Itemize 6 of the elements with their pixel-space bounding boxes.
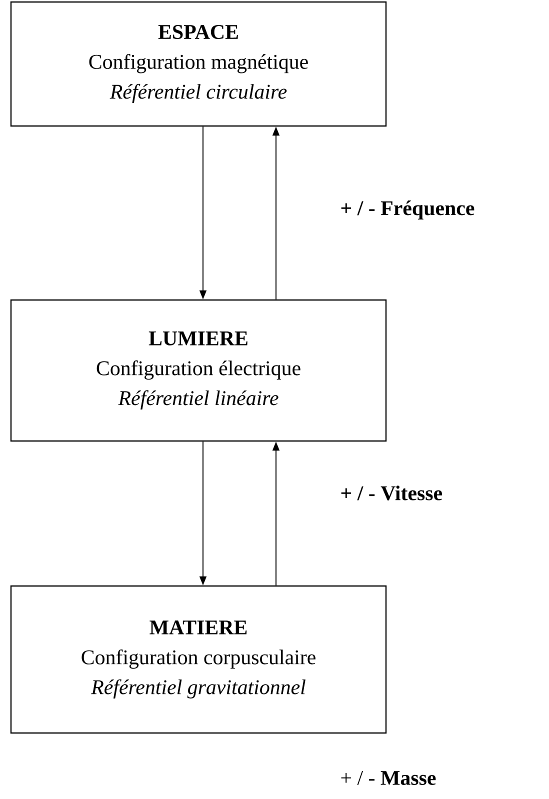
change-label: + / - Masse: [341, 771, 436, 785]
concept-box: MATIERE Configuration corpusculaire Référentiel gravitationnel: [10, 585, 387, 734]
concept-box: LUMIERE Configuration électrique Référentiel linéaire: [10, 299, 387, 442]
change-label: + / - Vitesse: [341, 486, 442, 500]
concept-box: ESPACE Configuration magnétique Référentiel circulaire: [10, 1, 387, 127]
change-label: + / - Fréquence: [341, 200, 474, 220]
